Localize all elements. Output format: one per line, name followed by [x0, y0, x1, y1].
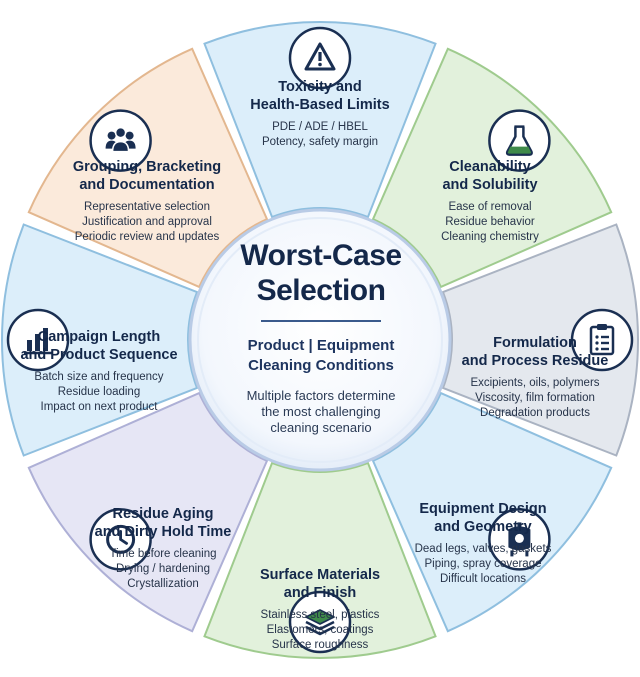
segment-line: Potency, safety margin — [261, 136, 379, 148]
segment-6-wedge — [27, 391, 269, 633]
segment-line: PDE / ADE / HBEL — [272, 121, 368, 133]
segment-line: Excipients, oils, polymers — [470, 377, 600, 389]
center-hub — [188, 208, 452, 472]
people-icon — [89, 109, 152, 172]
segment-line: Crystallization — [127, 578, 199, 590]
center-subtitle: Product | Equipment Cleaning Conditions — [247, 337, 395, 374]
segment-line: Viscosity, film formation — [475, 392, 595, 404]
segment-1-wedge — [203, 21, 437, 219]
segment-2-wedge — [371, 47, 613, 289]
center-divider — [261, 320, 381, 322]
segment-line: Stainless steel, plastics — [260, 609, 380, 621]
segment-line: Impact on next product — [40, 401, 158, 413]
segment-4-wedge — [371, 391, 613, 633]
segment-line: Residue loading — [57, 386, 141, 398]
segment-line: Drying / hardening — [116, 563, 210, 575]
segment-8-wedge — [27, 47, 269, 289]
segment-7-wedge — [1, 223, 199, 457]
layers-icon — [288, 590, 352, 654]
segment-line: Piping, spray coverage — [424, 558, 542, 570]
segment-3-wedge — [441, 223, 639, 457]
center-hub-ring — [197, 217, 443, 463]
flask-icon — [488, 109, 551, 172]
center-description: Multiple factors determine the most chal… — [246, 388, 396, 435]
segment-line: Time before cleaning — [109, 548, 217, 560]
segment-line: Elastomers, coatings — [266, 624, 374, 636]
segment-line: Difficult locations — [439, 573, 527, 585]
clock-icon — [89, 508, 152, 571]
segment-line: Surface roughness — [271, 639, 369, 651]
bar-chart-icon — [6, 308, 70, 372]
tank-icon — [488, 508, 551, 571]
segment-line: Residue behavior — [445, 216, 535, 228]
segment-line: Degradation products — [480, 407, 590, 419]
clipboard-icon — [570, 308, 634, 372]
warning-icon — [288, 26, 352, 90]
segment-line: Representative selection — [84, 201, 210, 213]
segment-line: Periodic review and updates — [74, 231, 220, 243]
segment-line: Batch size and frequency — [34, 371, 164, 383]
segment-line: Ease of removal — [448, 201, 532, 213]
center-title: Worst-Case Selection — [240, 239, 402, 307]
segment-line: Justification and approval — [82, 216, 212, 228]
segment-line: Dead legs, valves, gaskets — [414, 543, 552, 555]
center-text: Worst-Case Selection Product | Equipment… — [205, 238, 437, 436]
segment-line: Cleaning chemistry — [441, 231, 539, 243]
segment-5-wedge — [203, 461, 437, 659]
